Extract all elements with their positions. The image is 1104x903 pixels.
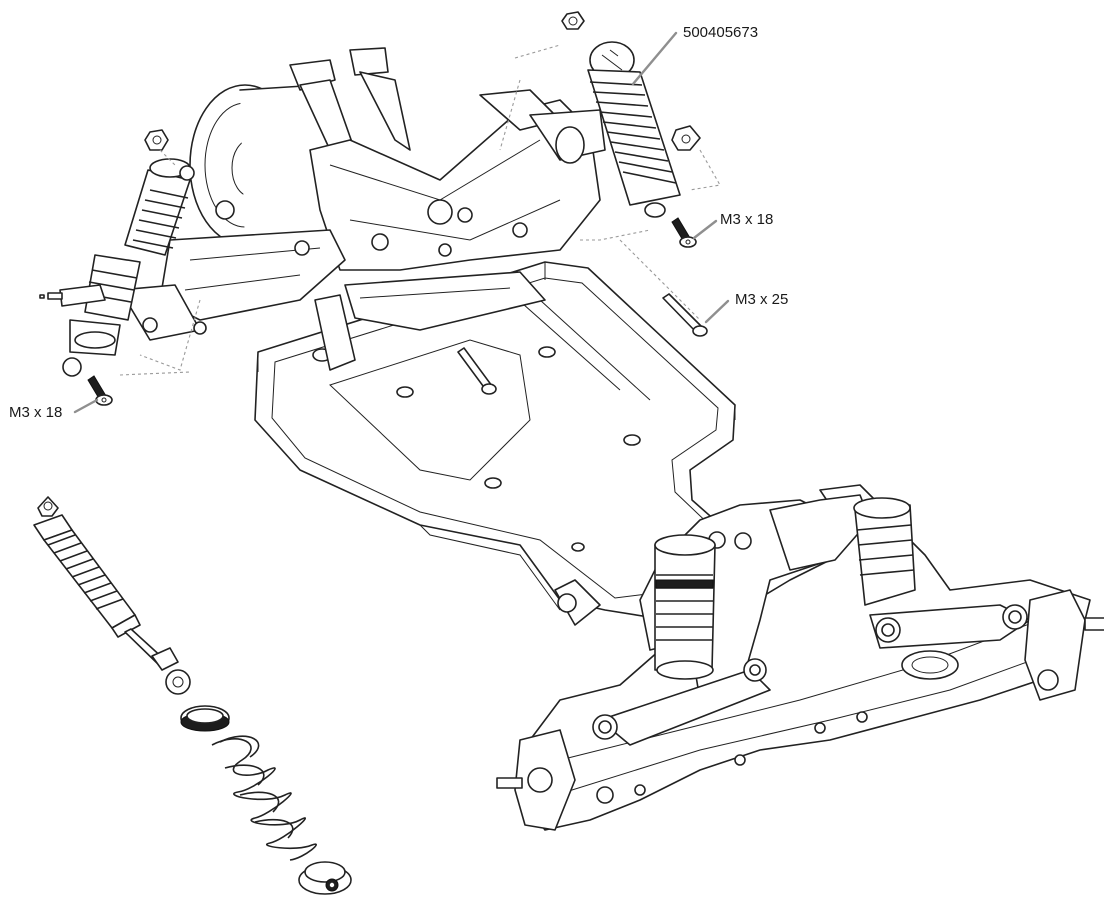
leader-shock-part-no <box>631 31 678 86</box>
front-suspension-assembly <box>496 484 1104 831</box>
rear-gearbox-assembly <box>39 47 606 377</box>
exploded-spring-seat <box>298 861 352 895</box>
pin-screw-center <box>457 347 497 395</box>
screw-front-left <box>87 375 113 406</box>
leader-front-upper-screw <box>692 219 718 240</box>
label-screw-m3x25: M3 x 25 <box>735 291 788 308</box>
exploded-spring-collar <box>180 705 230 732</box>
leader-front-left-screw <box>73 398 99 414</box>
upper-right-shock <box>499 11 721 321</box>
pin-screw-m3x25 <box>662 293 708 337</box>
label-screw-m3x18-right: M3 x 18 <box>720 211 773 228</box>
front-left-shock-coils <box>132 189 189 249</box>
exploded-spring <box>211 735 317 861</box>
label-shock-part-number: 500405673 <box>683 24 758 41</box>
label-screw-m3x18-left: M3 x 18 <box>9 404 62 421</box>
leader-m3x25 <box>704 299 730 324</box>
exploded-shock-body <box>33 496 191 695</box>
chassis-tub <box>254 261 761 626</box>
screw-front-upper <box>671 217 697 248</box>
